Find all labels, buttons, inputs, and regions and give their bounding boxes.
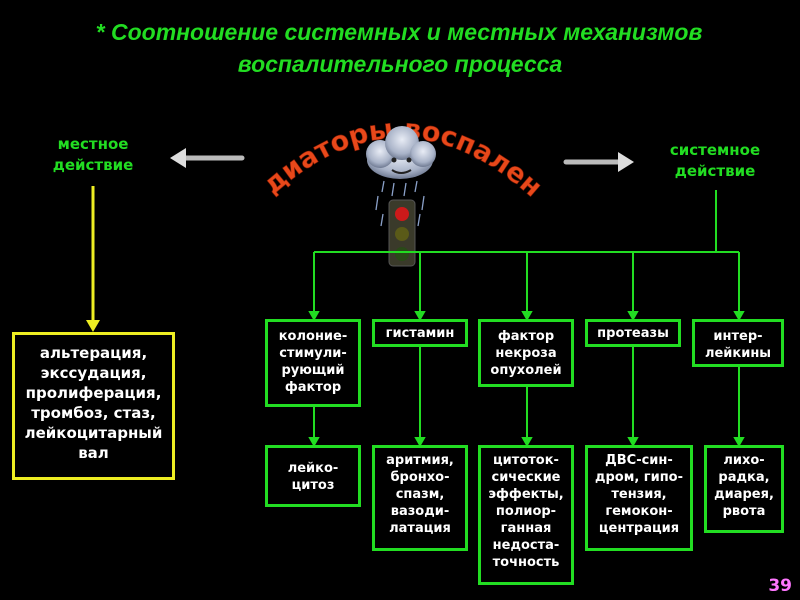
traffic-light-icon [388, 199, 416, 267]
effect-box-dic: ДВС-син- дром, гипо- тензия, гемокон- це… [585, 445, 693, 551]
local-action-label-line2: действие [52, 156, 134, 174]
mediator-name: фактор некроза опухолей [490, 329, 562, 378]
right-arrow-icon [563, 152, 634, 172]
mediator-name: гистамин [385, 326, 455, 341]
local-effects-box: альтерация, экссудация, пролиферация, тр… [12, 332, 175, 480]
systemic-action-label-line2: действие [674, 162, 756, 180]
systemic-action-label: системное действие [640, 140, 790, 182]
mediator-box-csf: колоние- стимули- рующий фактор [265, 319, 361, 407]
effect-text: ДВС-син- дром, гипо- тензия, гемокон- це… [594, 453, 684, 536]
mediator-box-proteases: протеазы [585, 319, 681, 347]
effect-text: аритмия, бронхо- спазм, вазоди- латация [386, 453, 454, 536]
effect-text: лихо- радка, диарея, рвота [714, 453, 774, 519]
effect-text: цитоток- сические эффекты, полиор- ганна… [488, 453, 564, 570]
mediator-box-histamine: гистамин [372, 319, 468, 347]
mediator-box-tnf: фактор некроза опухолей [478, 319, 574, 387]
mediator-name: интер- лейкины [704, 329, 772, 361]
mediator-name: протеазы [597, 326, 669, 341]
mediator-box-interleukins: интер- лейкины [692, 319, 784, 367]
effect-box-leukocytosis: лейко- цитоз [265, 445, 361, 507]
systemic-action-label-line1: системное [669, 141, 761, 159]
local-action-label-line1: местное [57, 135, 129, 153]
left-arrow-icon [170, 148, 245, 168]
slide-title: * Соотношение системных и местных механи… [0, 16, 800, 80]
mediator-name: колоние- стимули- рующий фактор [278, 329, 348, 395]
local-connector [86, 186, 100, 332]
slide-title-line1: * Соотношение системных и местных механи… [95, 19, 703, 45]
local-action-label: местное действие [18, 134, 168, 176]
systemic-connector-tree [308, 190, 745, 448]
effect-box-fever: лихо- радка, диарея, рвота [704, 445, 784, 533]
effect-box-cytotoxic: цитоток- сические эффекты, полиор- ганна… [478, 445, 574, 585]
effect-box-arrhythmia: аритмия, бронхо- спазм, вазоди- латация [372, 445, 468, 551]
slide-title-line2: воспалительного процесса [237, 51, 563, 77]
page-number: 39 [768, 576, 792, 596]
effect-text: лейко- цитоз [287, 461, 339, 493]
storm-cloud-icon [366, 126, 436, 227]
